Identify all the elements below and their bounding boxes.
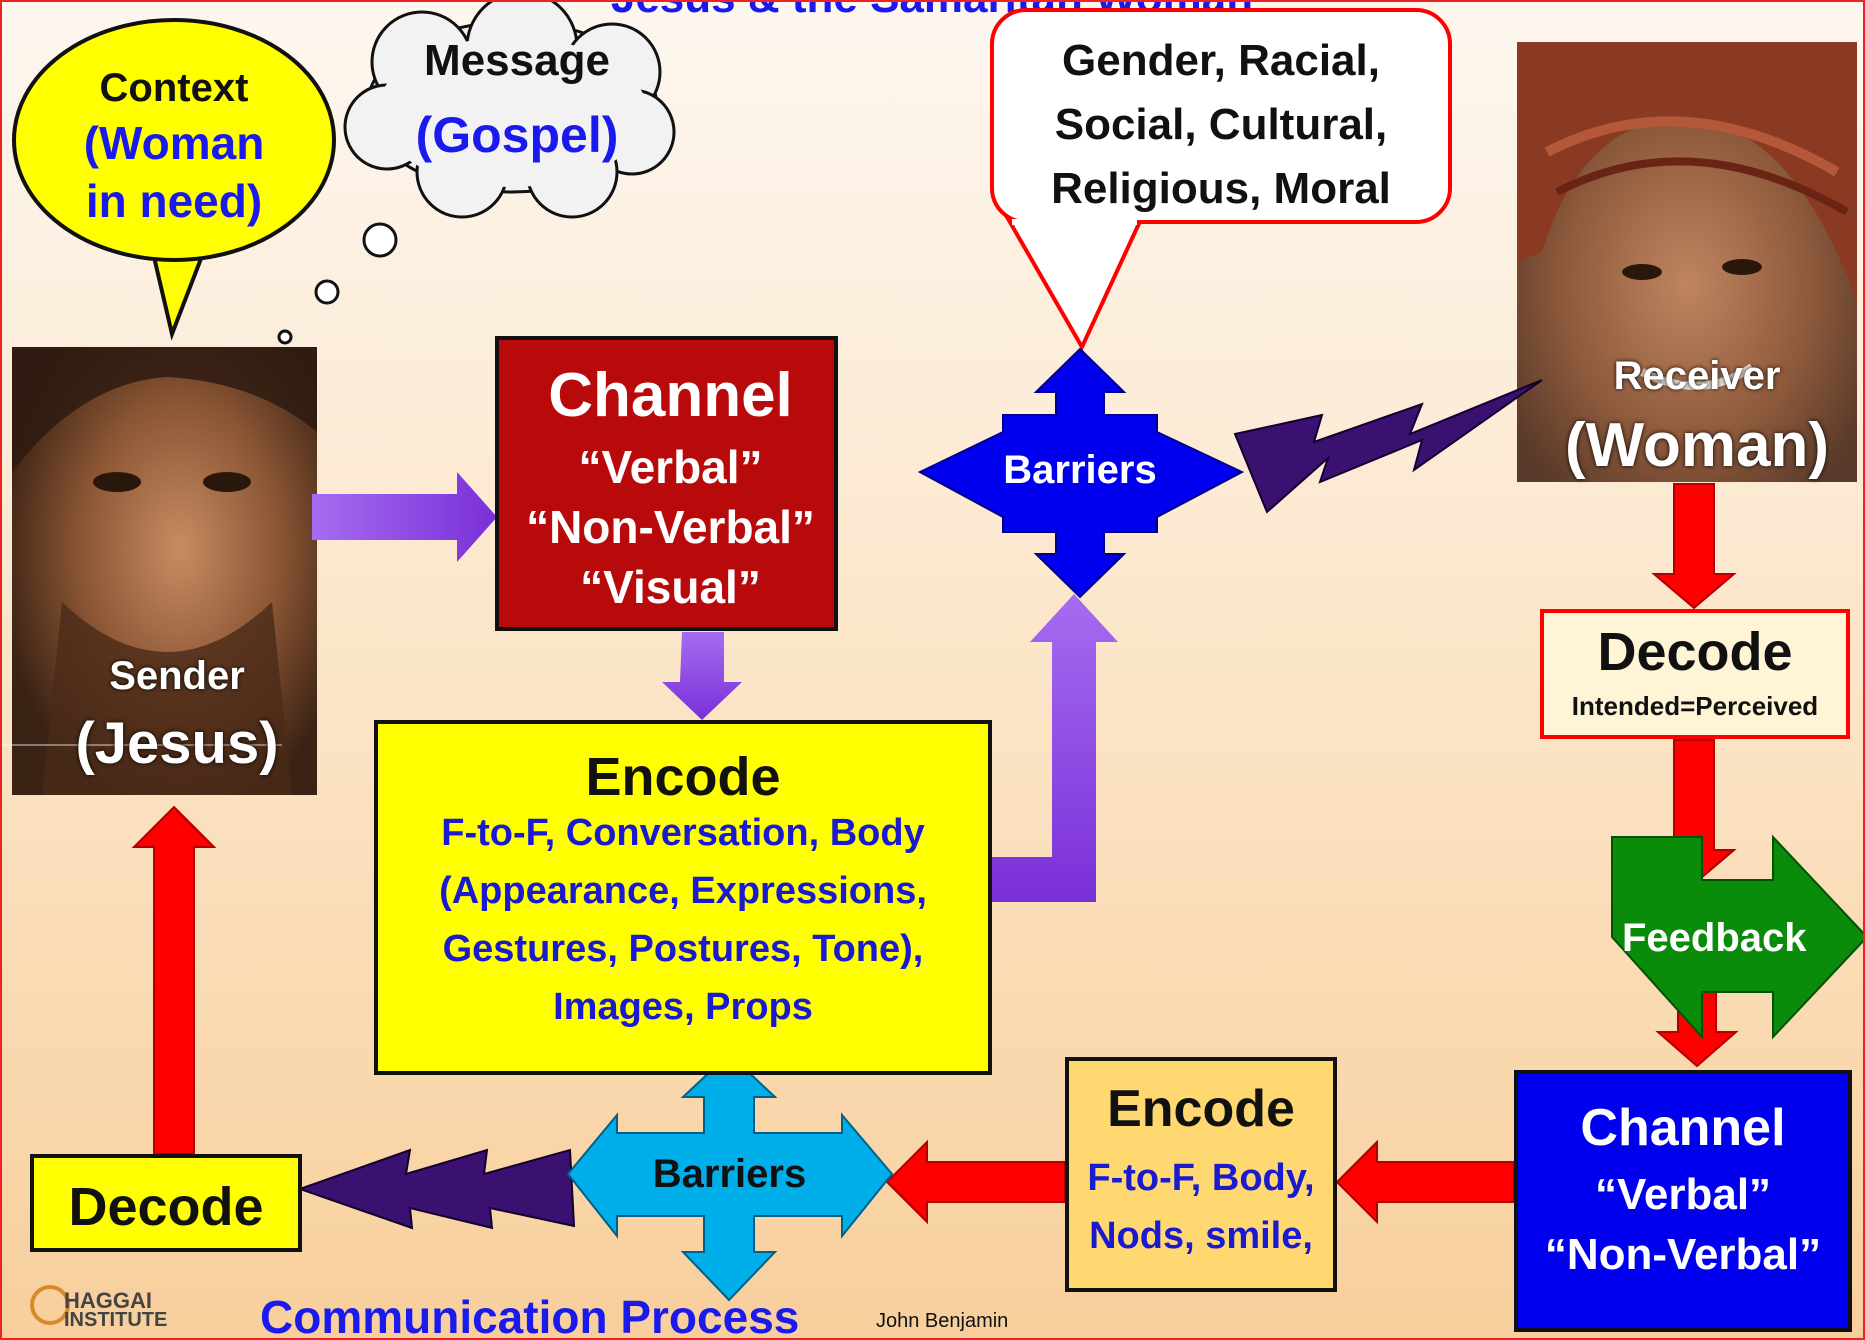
- encode-main-line4: Images, Props: [553, 986, 813, 1028]
- lightning-bottom: [296, 1148, 576, 1230]
- barriers-callout: [990, 8, 1452, 352]
- channel-top-box: Channel “Verbal” “Non-Verbal” “Visual”: [495, 336, 838, 631]
- context-detail-line2: in need): [85, 175, 263, 227]
- message-thought-cloud: [277, 2, 676, 345]
- encode-to-barriers-arrow: [992, 594, 1118, 902]
- lightning-top: [1233, 379, 1543, 514]
- barriers-top-label: Barriers: [1003, 448, 1157, 492]
- receiver-to-decode-arrow: [1651, 483, 1737, 610]
- haggai-logo: HAGGAI INSTITUTE: [30, 1285, 190, 1335]
- callout-line2: Social, Cultural,: [1054, 100, 1388, 149]
- footer-caption: Communication Process: [260, 1291, 800, 1340]
- encode-small-to-barriers-arrow: [885, 1139, 1066, 1225]
- encode-main-heading: Encode: [585, 747, 781, 807]
- encode-main-line2: (Appearance, Expressions,: [439, 870, 927, 912]
- encode-main-line1: F-to-F, Conversation, Body: [441, 812, 925, 854]
- context-speech-bubble: [12, 18, 336, 341]
- sender-role: Sender: [109, 654, 245, 698]
- decode-receiver-sub: Intended=Perceived: [1571, 691, 1819, 721]
- encode-small-line1: F-to-F, Body,: [1087, 1157, 1315, 1199]
- sender-photo: [2, 347, 317, 795]
- channel-to-encode-small-arrow: [1335, 1139, 1515, 1225]
- barriers-bottom-label: Barriers: [652, 1152, 807, 1196]
- channel-bottom-heading: Channel: [1580, 1099, 1786, 1157]
- decode-sender-label: Decode: [68, 1177, 264, 1237]
- noise-lightning: [296, 379, 1543, 1230]
- logo-line1: HAGGAI: [64, 1288, 152, 1313]
- footer-author: John Benjamin: [876, 1310, 1009, 1332]
- channel-bottom-item-verbal: “Verbal”: [1594, 1170, 1772, 1219]
- channel-top-item-verbal: “Verbal”: [578, 441, 763, 493]
- receiver-role: Receiver: [1613, 354, 1781, 398]
- context-detail-line1: (Woman: [83, 117, 265, 169]
- encode-small-heading: Encode: [1107, 1080, 1295, 1138]
- barriers-bottom-shape: [566, 1052, 894, 1302]
- encode-small-box: Encode F-to-F, Body, Nods, smile,: [1065, 1057, 1337, 1292]
- message-detail: (Gospel): [415, 107, 619, 163]
- receiver-photo: [1517, 42, 1857, 482]
- decode-receiver-heading: Decode: [1597, 622, 1793, 682]
- channel-top-item-nonverbal: “Non-Verbal”: [526, 501, 815, 553]
- logo-line2: INSTITUTE: [64, 1309, 168, 1331]
- decode-receiver-box: Decode Intended=Perceived: [1540, 609, 1850, 739]
- receiver-name: (Woman): [1564, 411, 1830, 480]
- decode-sender-box: Decode: [30, 1154, 302, 1252]
- channel-top-item-visual: “Visual”: [580, 561, 761, 613]
- sender-to-channel-arrow: [312, 472, 497, 562]
- message-heading: Message: [424, 36, 610, 85]
- globe-icon: [30, 1285, 70, 1325]
- channel-top-heading: Channel: [548, 361, 793, 430]
- callout-line3: Religious, Moral: [1051, 164, 1391, 213]
- purple-arrows: [312, 472, 1118, 902]
- callout-line1: Gender, Racial,: [1062, 36, 1380, 85]
- barriers-top-shape: [917, 347, 1245, 599]
- encode-main-box: Encode F-to-F, Conversation, Body (Appea…: [374, 720, 992, 1075]
- feedback-shape: [1611, 834, 1863, 1040]
- encode-small-line2: Nods, smile,: [1089, 1215, 1313, 1257]
- context-heading: Context: [99, 66, 249, 110]
- decode-to-sender-arrow: [131, 805, 217, 1155]
- encode-main-line3: Gestures, Postures, Tone),: [442, 928, 924, 970]
- channel-to-encode-arrow: [662, 632, 742, 720]
- sender-name: (Jesus): [75, 711, 279, 776]
- channel-bottom-item-nonverbal: “Non-Verbal”: [1544, 1230, 1822, 1279]
- channel-bottom-box: Channel “Verbal” “Non-Verbal”: [1514, 1070, 1852, 1332]
- feedback-label: Feedback: [1622, 916, 1807, 960]
